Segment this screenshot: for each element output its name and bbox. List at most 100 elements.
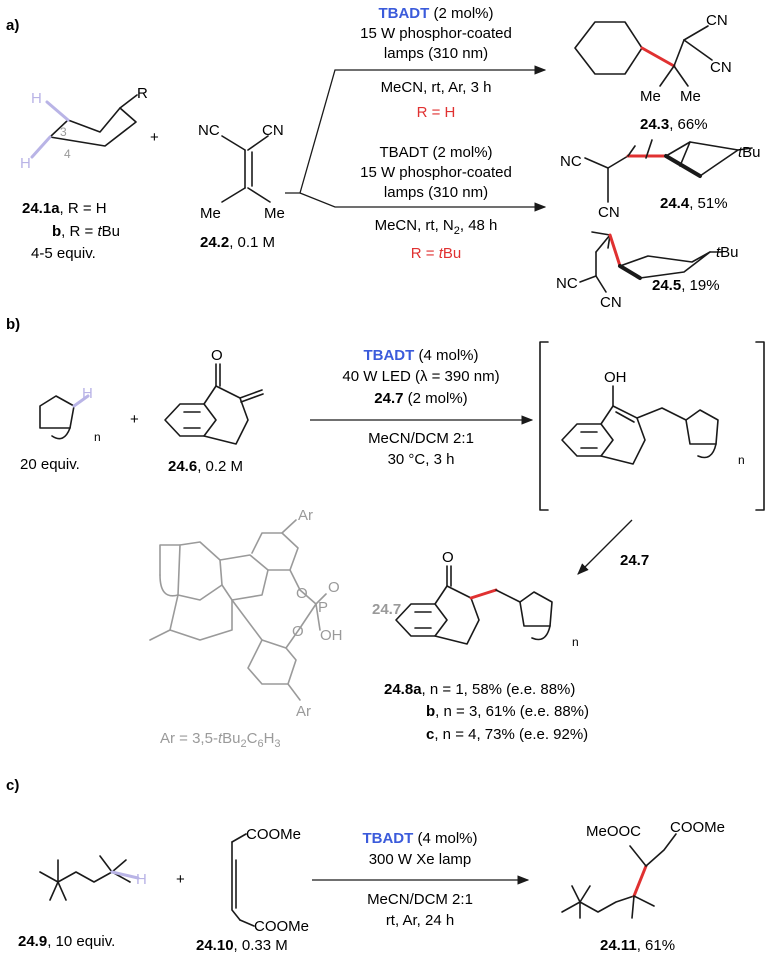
alkene-24-2: NC CN Me Me 24.2, 0.1 M xyxy=(198,122,285,251)
cond-b-l5: 30 °C, 3 h xyxy=(388,451,455,468)
p3-cn1: CN xyxy=(706,12,728,29)
cond-a-top-l4: MeCN, rt, Ar, 3 h xyxy=(381,79,492,96)
enol-n: n xyxy=(738,453,745,467)
me-right: Me xyxy=(264,205,285,222)
p11-label: 24.11, 61% xyxy=(600,937,675,954)
me-left: Me xyxy=(200,205,221,222)
cond-a-top-l3: lamps (310 nm) xyxy=(384,45,488,62)
c-sub-h: H xyxy=(136,871,147,888)
p3-me1: Me xyxy=(640,88,661,105)
cond-a-top-cat: TBADT (2 mol%) xyxy=(378,5,493,22)
cond-a-bot-r: R = tBu xyxy=(411,245,461,262)
p8a-label: 24.8a, n = 1, 58% (e.e. 88%) xyxy=(384,681,575,698)
maleate-24-10-label: 24.10, 0.33 M xyxy=(196,937,288,954)
cat-o1: O xyxy=(296,585,308,602)
p4-label: 24.4, 51% xyxy=(660,195,728,212)
conditions-c: TBADT (4 mol%) 300 W Xe lamp MeCN/DCM 2:… xyxy=(362,830,477,929)
cat-ar-def: Ar = 3,5-tBu2C6H3 xyxy=(160,730,281,750)
cat-label: 24.7 xyxy=(372,601,401,618)
section-b: b) H n 20 equiv. + O 24.6, 0.2 M T xyxy=(6,316,765,750)
substrate-24-1-label: 24.1a, R = H xyxy=(22,200,107,217)
cond-c-cat: TBADT (4 mol%) xyxy=(362,830,477,847)
section-b-label: b) xyxy=(6,316,20,333)
cond-a-top-r: R = H xyxy=(417,104,456,121)
b-sub-n: n xyxy=(94,430,101,444)
alkene-24-2-label: 24.2, 0.1 M xyxy=(200,234,275,251)
section-a-label: a) xyxy=(6,17,19,34)
ketone-o: O xyxy=(211,347,223,364)
section-c: c) H 24.9, 10 equiv. + COOMe COOMe 24.10… xyxy=(6,777,725,954)
cond-a-bot-cat: TBADT (2 mol%) xyxy=(379,144,492,161)
p11-e1: MeOOC xyxy=(586,823,641,840)
p5-cn: CN xyxy=(600,294,622,311)
b-sub-h: H xyxy=(82,385,93,402)
p4-tbu: tBu xyxy=(738,144,761,161)
substrate-24-1-equiv: 4-5 equiv. xyxy=(31,245,96,262)
section-a: a) H 3 H 4 R 24.1a, R = H b, R = tBu 4-5… xyxy=(6,5,761,311)
product-24-3: CN CN Me Me 24.3, 66% xyxy=(574,12,732,133)
mal-e2: COOMe xyxy=(254,918,309,935)
cond-c-l4: rt, Ar, 24 h xyxy=(386,912,454,929)
ketone-24-6: O 24.6, 0.2 M xyxy=(164,347,264,475)
plus-a: + xyxy=(150,129,159,146)
cond-c-l3: MeCN/DCM 2:1 xyxy=(367,891,473,908)
product-24-4: NC CN tBu 24.4, 51% xyxy=(560,139,761,221)
p4-nc: NC xyxy=(560,153,582,170)
cn-label: CN xyxy=(262,122,284,139)
p3-me2: Me xyxy=(680,88,701,105)
cond-c-l2: 300 W Xe lamp xyxy=(369,851,472,868)
cat-oh: OH xyxy=(320,627,343,644)
cond-a-bot-l4: MeCN, rt, N2, 48 h xyxy=(375,217,498,237)
ketone-24-6-label: 24.6, 0.2 M xyxy=(168,458,243,475)
cat-o2: O xyxy=(328,579,340,596)
conditions-a-bottom: TBADT (2 mol%) 15 W phosphor-coated lamp… xyxy=(360,144,512,262)
p11-e2: COOMe xyxy=(670,819,725,836)
cond-b-l2: 40 W LED (λ = 390 nm) xyxy=(342,368,499,385)
arrow-b-cpd: 24.7 xyxy=(620,552,649,569)
p3-cn2: CN xyxy=(710,59,732,76)
cat-ar1: Ar xyxy=(298,507,313,524)
enol-intermediate: OH n xyxy=(539,341,765,511)
cond-b-l4: MeCN/DCM 2:1 xyxy=(368,430,474,447)
maleate-24-10: COOMe COOMe 24.10, 0.33 M xyxy=(196,826,309,954)
h4-atom: H xyxy=(20,155,31,172)
mal-e1: COOMe xyxy=(246,826,301,843)
r-group: R xyxy=(137,85,148,102)
cond-b-cat: TBADT (4 mol%) xyxy=(363,347,478,364)
p5-label: 24.5, 19% xyxy=(652,277,720,294)
nc-label: NC xyxy=(198,122,220,139)
substrate-cycloalkane: H n 20 equiv. xyxy=(20,385,101,473)
alkane-24-9-label: 24.9, 10 equiv. xyxy=(18,933,115,950)
cat-o3: O xyxy=(292,623,304,640)
p8b-label: b, n = 3, 61% (e.e. 88%) xyxy=(426,703,589,720)
substrate-24-1b-label: b, R = tBu xyxy=(52,223,120,240)
plus-b: + xyxy=(130,411,139,428)
conditions-b: TBADT (4 mol%) 40 W LED (λ = 390 nm) 24.… xyxy=(342,347,499,468)
alkane-24-9: H 24.9, 10 equiv. xyxy=(18,855,147,950)
p3-label: 24.3, 66% xyxy=(640,116,708,133)
catalyst-24-7: Ar Ar O P O O OH 24.7 Ar = 3,5-tBu2C6H3 xyxy=(149,507,401,750)
cond-a-bot-l2: 15 W phosphor-coated xyxy=(360,164,512,181)
cond-a-bot-l3: lamps (310 nm) xyxy=(384,184,488,201)
p5-tbu: tBu xyxy=(716,244,739,261)
plus-c: + xyxy=(176,871,185,888)
substrate-24-1: H 3 H 4 R 24.1a, R = H b, R = tBu 4-5 eq… xyxy=(20,85,148,262)
b-sub-equiv: 20 equiv. xyxy=(20,456,80,473)
h3-atom: H xyxy=(31,90,42,107)
pos-3: 3 xyxy=(60,125,67,139)
product-24-5: NC CN tBu 24.5, 19% xyxy=(556,231,739,311)
p8-o: O xyxy=(442,549,454,566)
p5-nc: NC xyxy=(556,275,578,292)
cat-p: P xyxy=(318,599,328,616)
product-24-8: O n 24.8a, n = 1, 58% (e.e. 88%) b, n = … xyxy=(384,549,589,743)
cond-a-top-l2: 15 W phosphor-coated xyxy=(360,25,512,42)
p8c-label: c, n = 4, 73% (e.e. 92%) xyxy=(426,726,588,743)
product-24-11: MeOOC COOMe 24.11, 61% xyxy=(561,819,725,954)
section-c-label: c) xyxy=(6,777,19,794)
p8-n: n xyxy=(572,635,579,649)
conditions-a-top: TBADT (2 mol%) 15 W phosphor-coated lamp… xyxy=(360,5,512,121)
enol-oh: OH xyxy=(604,369,627,386)
cond-b-l3: 24.7 (2 mol%) xyxy=(374,390,467,407)
p4-cn: CN xyxy=(598,204,620,221)
